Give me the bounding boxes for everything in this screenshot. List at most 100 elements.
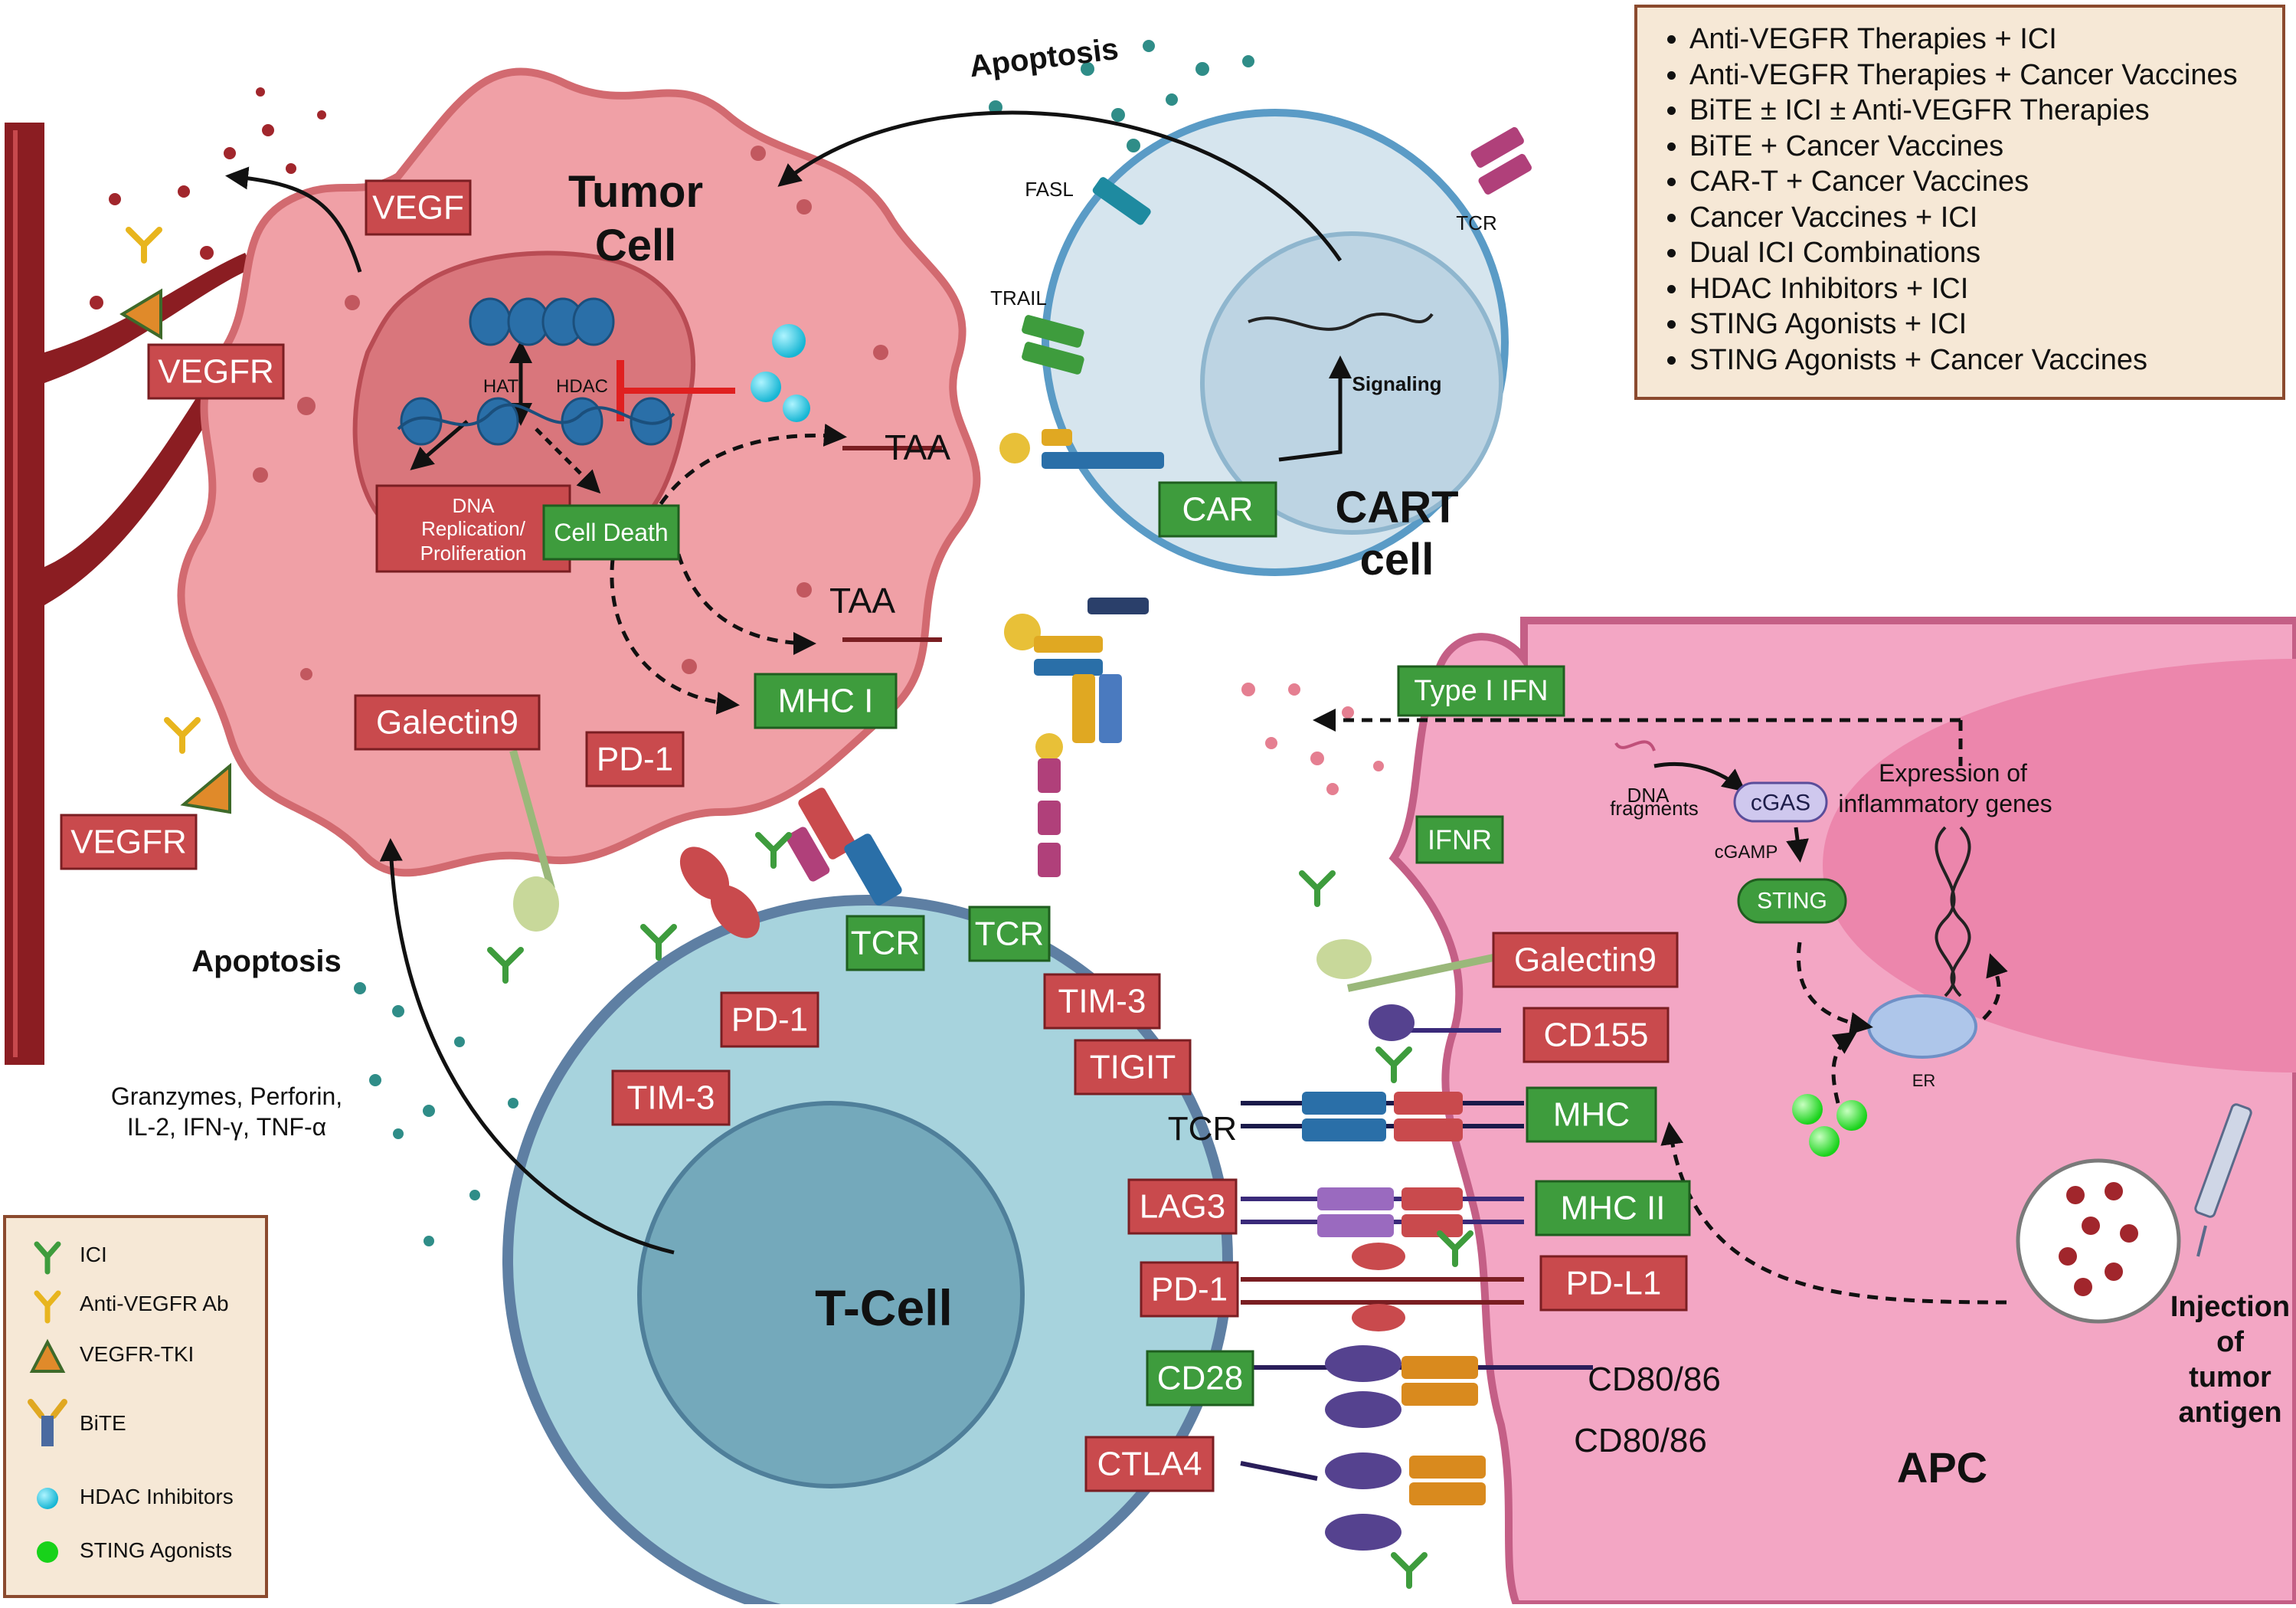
trail-label: TRAIL — [990, 287, 1047, 309]
svg-text:MHC I: MHC I — [778, 683, 874, 720]
sting-agonist-spheres — [1792, 1094, 1867, 1157]
ici-icon — [34, 1241, 61, 1275]
vegfr-label-bottom: VEGFR — [60, 814, 198, 870]
svg-text:PD-L1: PD-L1 — [1566, 1265, 1662, 1302]
car-label: CAR — [1158, 481, 1277, 538]
cgas-label: cGAS — [1751, 791, 1810, 816]
legend-row-ici: ICI — [6, 1233, 267, 1279]
svg-text:VEGF: VEGF — [372, 189, 464, 227]
dna-fragments-1: DNA — [1627, 784, 1670, 807]
tumor-title-2: Cell — [595, 221, 676, 270]
svg-text:Replication/: Replication/ — [421, 517, 526, 540]
granzymes-line-1: Granzymes, Perforin, — [111, 1082, 342, 1110]
hdac-inhibitor-spheres — [751, 324, 810, 422]
injection-line-2: of — [2216, 1326, 2244, 1358]
svg-text:VEGFR: VEGFR — [70, 824, 187, 861]
cd8086-label-b: CD80/86 — [1574, 1422, 1707, 1459]
svg-text:LAG3: LAG3 — [1140, 1188, 1226, 1226]
cart-title-1: CART — [1335, 483, 1458, 532]
granzymes-line-2: IL-2, IFN-γ, TNF-α — [127, 1113, 326, 1141]
svg-text:TIM-3: TIM-3 — [1058, 983, 1146, 1020]
svg-text:Cell Death: Cell Death — [554, 519, 668, 546]
nucleus-apc — [1823, 659, 2296, 1073]
nucleosomes — [397, 297, 675, 446]
signaling-label: Signaling — [1352, 372, 1442, 395]
t-cell-nucleus — [637, 1101, 1025, 1488]
svg-text:Proliferation: Proliferation — [420, 542, 527, 565]
vegfr-tki-icons — [119, 288, 231, 814]
galectin9-apc-label: Galectin9 — [1492, 932, 1679, 988]
cell-death-label: Cell Death — [542, 504, 680, 561]
injection-line-4: antigen — [2178, 1397, 2281, 1429]
dna-helix-icon — [1935, 826, 1971, 997]
ici-antibody-icons — [487, 832, 1473, 1589]
svg-text:TCR: TCR — [851, 925, 920, 962]
combination-item: BiTE + Cancer Vaccines — [1689, 129, 2267, 165]
combination-item: Anti-VEGFR Therapies + Cancer Vaccines — [1689, 57, 2267, 93]
tcr-label-b: TCR — [968, 906, 1051, 962]
cart-dna-icon — [1248, 313, 1434, 331]
ifnr-label: IFNR — [1415, 815, 1504, 864]
legend-label-bite: BiTE — [80, 1411, 126, 1435]
tcr-cart-label: TCR — [1456, 211, 1496, 234]
legend-row-anti-vegfr: Anti-VEGFR Ab — [6, 1282, 267, 1328]
svg-text:PD-1: PD-1 — [731, 1001, 808, 1039]
svg-text:CD155: CD155 — [1544, 1017, 1649, 1054]
pdl1-label: PD-L1 — [1539, 1255, 1688, 1312]
dna-fragments-icon — [1614, 740, 1656, 752]
legend-row-hdac: HDAC Inhibitors — [6, 1475, 267, 1521]
expression-line-2: inflammatory genes — [1838, 790, 2052, 817]
vegfr-tki-icon — [29, 1338, 66, 1373]
vegf-label: VEGF — [365, 179, 472, 236]
symbol-legend: ICI Anti-VEGFR Ab VEGFR-TKI BiTE HDAC In… — [3, 1215, 268, 1598]
mhc-label: MHC — [1526, 1086, 1657, 1143]
combination-item: BiTE ± ICI ± Anti-VEGFR Therapies — [1689, 93, 2267, 129]
pd1-tcell-label-a: PD-1 — [720, 991, 819, 1048]
svg-text:TIGIT: TIGIT — [1090, 1049, 1176, 1086]
svg-text:PD-1: PD-1 — [597, 741, 673, 778]
cgamp-label: cGAMP — [1715, 842, 1778, 863]
combination-item: HDAC Inhibitors + ICI — [1689, 271, 2267, 307]
sting-label: STING — [1757, 889, 1827, 914]
pd1-tumor-label: PD-1 — [585, 731, 685, 788]
legend-row-vegfr-tki: VEGFR-TKI — [6, 1333, 267, 1379]
svg-text:PD-1: PD-1 — [1151, 1271, 1228, 1308]
cart-nucleus — [1200, 231, 1503, 535]
svg-text:MHC II: MHC II — [1561, 1190, 1666, 1227]
legend-label-vegfr-tki: VEGFR-TKI — [80, 1342, 195, 1366]
mhc1-label: MHC I — [754, 673, 898, 729]
pd1-tcell-label-b: PD-1 — [1140, 1261, 1239, 1318]
fasl-label: FASL — [1025, 178, 1074, 201]
cd155-label: CD155 — [1522, 1007, 1670, 1063]
cd28-label: CD28 — [1146, 1350, 1254, 1407]
type1-ifn-label: Type I IFN — [1397, 665, 1565, 717]
svg-text:CAR: CAR — [1182, 491, 1254, 529]
combination-item: STING Agonists + Cancer Vaccines — [1689, 342, 2267, 378]
receptor-blocks — [513, 126, 1532, 1551]
expression-line-1: Expression of — [1879, 759, 2027, 787]
hdac-inhibitor-icon — [37, 1488, 58, 1509]
svg-text:CTLA4: CTLA4 — [1097, 1446, 1202, 1483]
svg-text:TIM-3: TIM-3 — [627, 1079, 715, 1117]
combinations-legend: Anti-VEGFR Therapies + ICI Anti-VEGFR Th… — [1634, 5, 2285, 400]
hat-label: HAT — [483, 376, 519, 397]
combination-item: Dual ICI Combinations — [1689, 235, 2267, 271]
legend-label-sting: STING Agonists — [80, 1538, 233, 1562]
injection-line-1: Injection — [2170, 1291, 2290, 1323]
svg-text:Galectin9: Galectin9 — [1514, 942, 1657, 979]
combination-item: STING Agonists + ICI — [1689, 306, 2267, 342]
sting-agonist-icon — [37, 1541, 58, 1563]
legend-row-bite: BiTE — [6, 1396, 267, 1457]
combinations-list: Anti-VEGFR Therapies + ICI Anti-VEGFR Th… — [1660, 21, 2267, 378]
svg-text:CD28: CD28 — [1157, 1360, 1244, 1397]
tumor-title-1: Tumor — [568, 167, 703, 217]
vegf-dots — [90, 87, 326, 309]
legend-label-ici: ICI — [80, 1243, 107, 1266]
mhc2-label: MHC II — [1535, 1180, 1691, 1236]
injection-line-3: tumor — [2189, 1361, 2271, 1393]
er-label: ER — [1912, 1071, 1936, 1090]
tim3-label-left: TIM-3 — [611, 1069, 731, 1126]
svg-text:TCR: TCR — [975, 915, 1044, 953]
galectin9-tumor-label: Galectin9 — [354, 694, 541, 751]
